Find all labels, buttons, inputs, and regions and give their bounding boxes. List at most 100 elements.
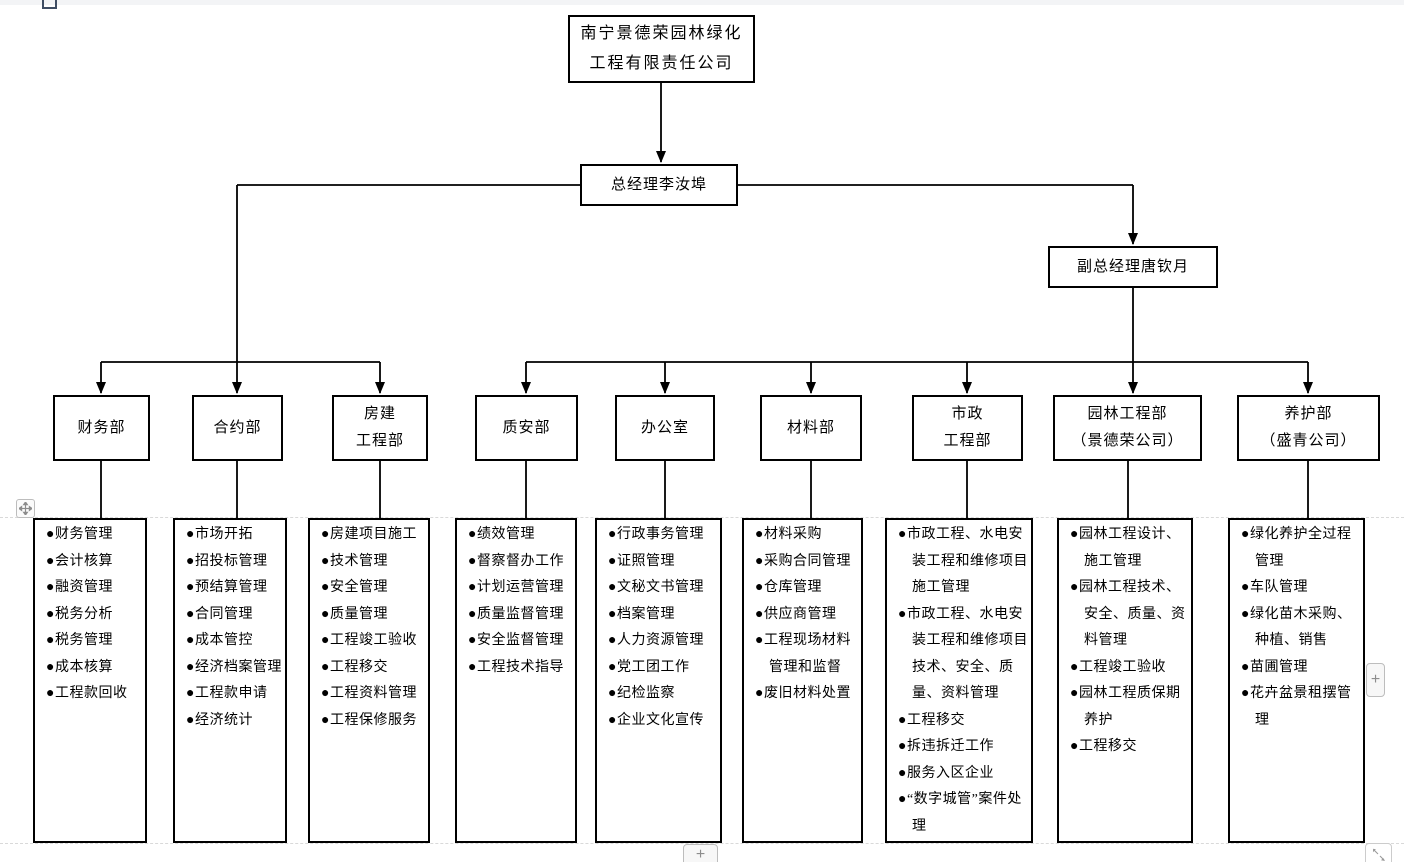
duty-item: 绿化养护全过程管理	[1241, 522, 1362, 575]
resize-handle-button[interactable]	[1365, 843, 1392, 862]
duty-item: 采购合同管理	[755, 549, 860, 576]
duty-item: 拆违拆迁工作	[898, 734, 1030, 761]
dept-name: （盛青公司）	[1260, 433, 1357, 449]
duty-list-maintenance[interactable]: 绿化养护全过程管理车队管理绿化苗木采购、种植、销售苗圃管理花卉盆景租摆管理	[1228, 518, 1365, 843]
general-manager-label: 总经理李汝埠	[610, 176, 707, 193]
dept-box-finance[interactable]: 财务部	[53, 395, 150, 461]
toolbar-edge-strip	[0, 0, 1404, 5]
duty-item: 计划运营管理	[468, 575, 574, 602]
duty-item: 预结算管理	[186, 575, 284, 602]
duty-item: 工程移交	[898, 708, 1030, 735]
dept-name: 市政	[951, 406, 984, 422]
duty-item: 企业文化宣传	[608, 708, 719, 735]
add-row-button[interactable]: +	[683, 844, 718, 862]
diagonal-resize-icon	[1372, 848, 1385, 861]
duty-list-housing-construction[interactable]: 房建项目施工技术管理安全管理质量管理工程竣工验收工程移交工程资料管理工程保修服务	[308, 518, 430, 843]
dept-box-quality-safety[interactable]: 质安部	[475, 395, 578, 461]
duty-list-office[interactable]: 行政事务管理证照管理文秘文书管理档案管理人力资源管理党工团工作纪检监察企业文化宣…	[595, 518, 722, 843]
duty-item: 市场开拓	[186, 522, 284, 549]
dept-box-materials[interactable]: 材料部	[760, 395, 862, 461]
plus-icon: +	[695, 846, 706, 862]
dept-box-maintenance[interactable]: 养护部 （盛青公司）	[1237, 395, 1380, 461]
duty-item: 工程保修服务	[321, 708, 427, 735]
duty-item: 园林工程设计、施工管理	[1070, 522, 1190, 575]
duty-item: 工程资料管理	[321, 681, 427, 708]
duty-item: 市政工程、水电安装工程和维修项目施工管理	[898, 522, 1030, 602]
deputy-manager-label: 副总经理唐钦月	[1076, 258, 1189, 275]
move-handle-icon[interactable]	[16, 499, 35, 518]
duty-item: 房建项目施工	[321, 522, 427, 549]
duty-item: 供应商管理	[755, 602, 860, 629]
duty-item: 工程技术指导	[468, 655, 574, 682]
move-icon	[19, 502, 32, 515]
duty-item: 行政事务管理	[608, 522, 719, 549]
duty-list-materials[interactable]: 材料采购采购合同管理仓库管理供应商管理工程现场材料管理和监督废旧材料处置	[742, 518, 863, 843]
duty-item: 党工团工作	[608, 655, 719, 682]
duty-item: 园林工程技术、安全、质量、资料管理	[1070, 575, 1190, 655]
dept-name: 办公室	[640, 419, 689, 436]
duty-item: 合同管理	[186, 602, 284, 629]
dept-name: 工程部	[355, 433, 404, 449]
duty-item: 技术管理	[321, 549, 427, 576]
company-name-line: 工程有限责任公司	[589, 55, 734, 72]
page-boundary-dash-top	[0, 517, 1404, 518]
duty-item: 车队管理	[1241, 575, 1362, 602]
duty-item: 园林工程质保期养护	[1070, 681, 1190, 734]
general-manager-box[interactable]: 总经理李汝埠	[580, 164, 738, 206]
dept-box-municipal-engineering[interactable]: 市政 工程部	[912, 395, 1023, 461]
duty-item: 花卉盆景租摆管理	[1241, 681, 1362, 734]
duty-item: 工程移交	[1070, 734, 1190, 761]
duty-item: 质量管理	[321, 602, 427, 629]
duty-list-municipal-engineering[interactable]: 市政工程、水电安装工程和维修项目施工管理市政工程、水电安装工程和维修项目技术、安…	[885, 518, 1033, 843]
duty-item: 经济统计	[186, 708, 284, 735]
dept-box-contracts[interactable]: 合约部	[192, 395, 283, 461]
duty-item: 废旧材料处置	[755, 681, 860, 708]
add-column-button[interactable]: +	[1366, 663, 1385, 697]
duty-item: 工程移交	[321, 655, 427, 682]
duty-item: 招投标管理	[186, 549, 284, 576]
duty-item: 工程竣工验收	[1070, 655, 1190, 682]
duty-item: 工程款回收	[46, 681, 144, 708]
toolbar-partial-icon	[42, 0, 57, 9]
duty-item: 督察督办工作	[468, 549, 574, 576]
duty-item: 税务管理	[46, 628, 144, 655]
page-boundary-dash-bottom	[0, 843, 1404, 844]
duty-list-finance[interactable]: 财务管理会计核算融资管理税务分析税务管理成本核算工程款回收	[33, 518, 147, 843]
duty-item: 成本核算	[46, 655, 144, 682]
duty-item: 市政工程、水电安装工程和维修项目技术、安全、质量、资料管理	[898, 602, 1030, 708]
dept-name: 财务部	[77, 419, 126, 436]
duty-item: 人力资源管理	[608, 628, 719, 655]
dept-name: 材料部	[786, 419, 835, 436]
dept-box-housing-construction[interactable]: 房建 工程部	[332, 395, 428, 461]
deputy-manager-box[interactable]: 副总经理唐钦月	[1048, 246, 1218, 288]
duty-item: 安全管理	[321, 575, 427, 602]
duty-list-contracts[interactable]: 市场开拓招投标管理预结算管理合同管理成本管控经济档案管理工程款申请经济统计	[173, 518, 287, 843]
dept-box-office[interactable]: 办公室	[615, 395, 715, 461]
duty-item: 安全监督管理	[468, 628, 574, 655]
duty-item: 服务入区企业	[898, 761, 1030, 788]
dept-box-landscape-engineering[interactable]: 园林工程部 （景德荣公司）	[1053, 395, 1202, 461]
duty-item: 工程款申请	[186, 681, 284, 708]
duty-list-quality-safety[interactable]: 绩效管理督察督办工作计划运营管理质量监督管理安全监督管理工程技术指导	[455, 518, 577, 843]
dept-name: 工程部	[943, 433, 992, 449]
duty-item: “数字城管”案件处理	[898, 787, 1030, 840]
duty-item: 质量监督管理	[468, 602, 574, 629]
duty-item: 财务管理	[46, 522, 144, 549]
plus-icon: +	[1370, 671, 1381, 688]
duty-item: 材料采购	[755, 522, 860, 549]
duty-item: 仓库管理	[755, 575, 860, 602]
duty-item: 工程现场材料管理和监督	[755, 628, 860, 681]
company-name-line: 南宁景德荣园林绿化	[580, 25, 743, 42]
duty-item: 绩效管理	[468, 522, 574, 549]
company-box[interactable]: 南宁景德荣园林绿化 工程有限责任公司	[568, 15, 755, 83]
dept-name: 质安部	[502, 419, 551, 436]
duty-item: 融资管理	[46, 575, 144, 602]
duty-item: 档案管理	[608, 602, 719, 629]
duty-item: 绿化苗木采购、种植、销售	[1241, 602, 1362, 655]
dept-name: 园林工程部	[1087, 406, 1168, 422]
dept-name: 房建	[363, 406, 396, 422]
duty-list-landscape-engineering[interactable]: 园林工程设计、施工管理园林工程技术、安全、质量、资料管理工程竣工验收园林工程质保…	[1057, 518, 1193, 843]
duty-item: 证照管理	[608, 549, 719, 576]
